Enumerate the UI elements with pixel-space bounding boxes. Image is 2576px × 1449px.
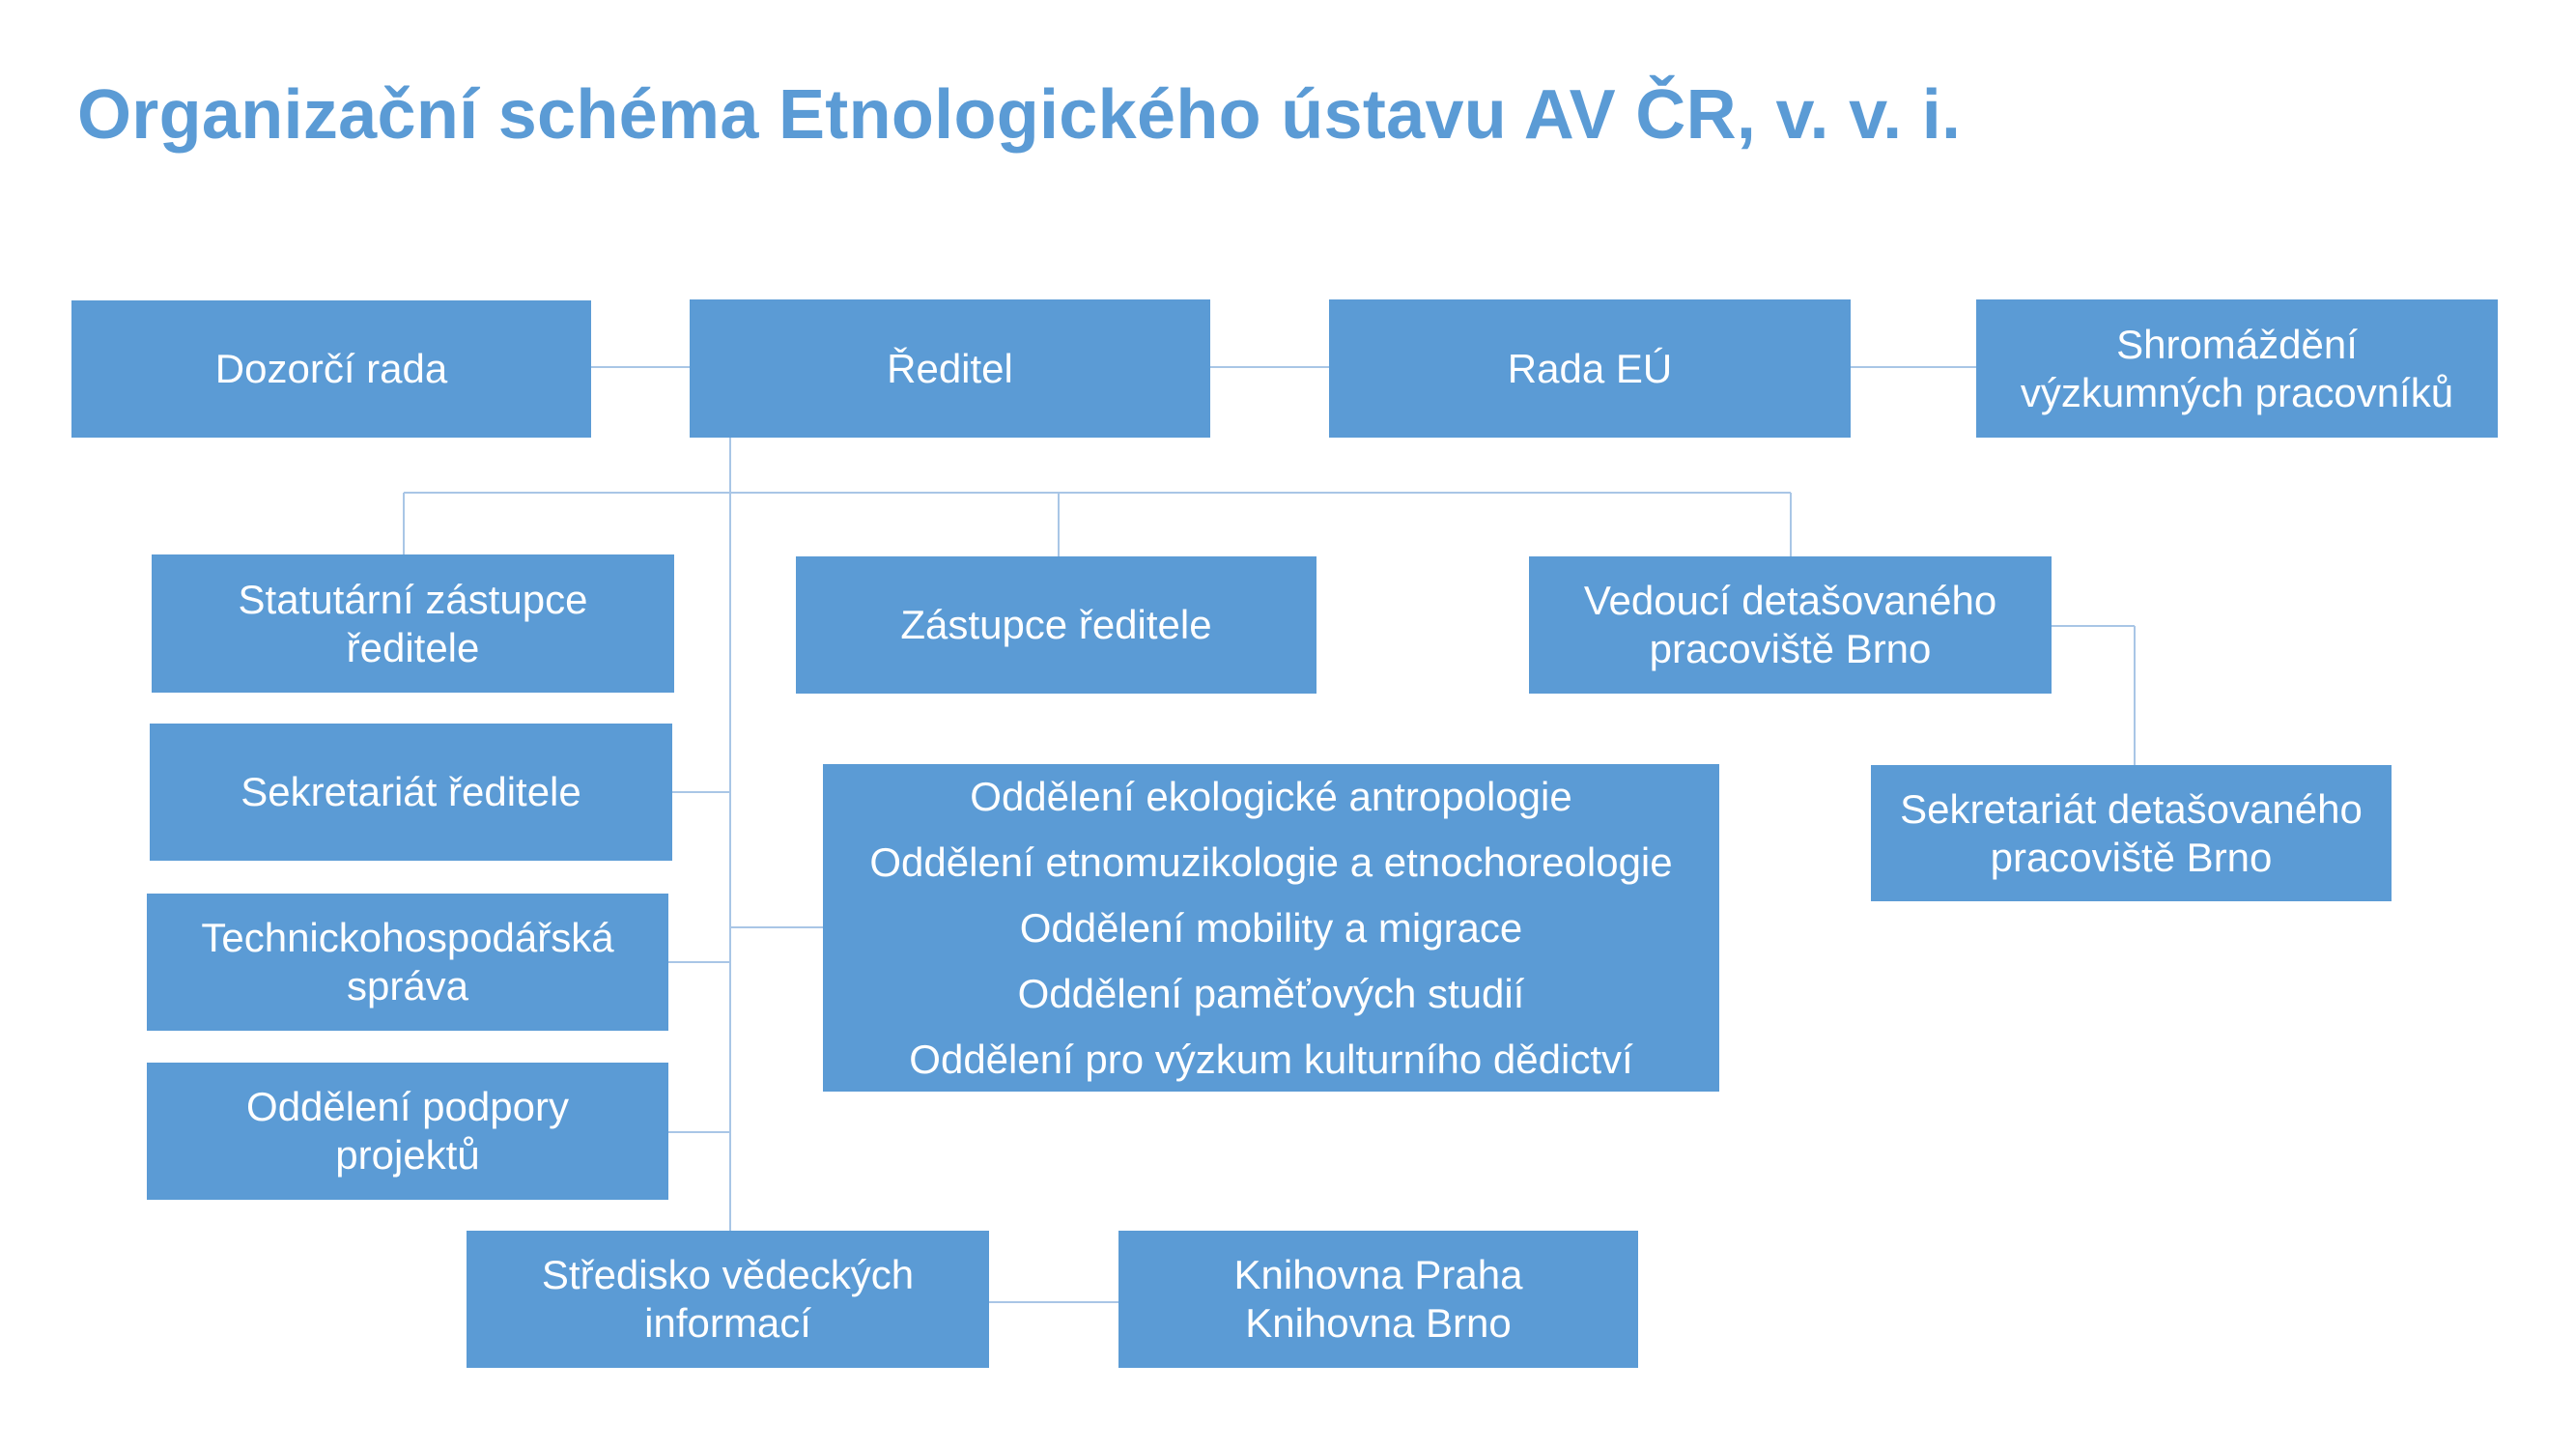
sekretariat-reditele-label: Sekretariát ředitele bbox=[241, 769, 581, 814]
thsprava-label-line1: Technickohospodářská bbox=[201, 915, 614, 960]
dozorci-rada-box: Dozorčí rada bbox=[71, 300, 591, 438]
podpora-projektu-label-line2: projektů bbox=[335, 1132, 480, 1178]
zastupce-reditele-label: Zástupce ředitele bbox=[900, 602, 1212, 647]
dozorci-rada-label: Dozorčí rada bbox=[214, 346, 448, 391]
stredisko-box: Středisko vědeckých informací bbox=[467, 1231, 989, 1368]
knihovna-label-line1: Knihovna Praha bbox=[1233, 1252, 1523, 1297]
oddeleni-box: Oddělení ekologické antropologie Oddělen… bbox=[823, 764, 1719, 1092]
oddeleni-item: Oddělení mobility a migrace bbox=[1019, 904, 1523, 951]
sekretariat-brno-label-line2: pracoviště Brno bbox=[1990, 834, 2273, 880]
oddeleni-item: Oddělení ekologické antropologie bbox=[970, 773, 1572, 819]
thsprava-box: Technickohospodářská správa bbox=[147, 894, 668, 1031]
zastupce-reditele-box: Zástupce ředitele bbox=[796, 556, 1316, 694]
vedouci-brno-label-line1: Vedoucí detašovaného bbox=[1583, 578, 1997, 623]
oddeleni-item: Oddělení etnomuzikologie a etnochoreolog… bbox=[869, 838, 1673, 885]
knihovna-box: Knihovna Praha Knihovna Brno bbox=[1118, 1231, 1638, 1368]
shromazdeni-box: Shromáždění výzkumných pracovníků bbox=[1976, 299, 2498, 438]
sekretariat-reditele-box: Sekretariát ředitele bbox=[150, 724, 672, 861]
oddeleni-item: Oddělení paměťových studií bbox=[1017, 970, 1525, 1016]
shromazdeni-label-line1: Shromáždění bbox=[2116, 321, 2358, 367]
stredisko-label-line1: Středisko vědeckých bbox=[541, 1252, 915, 1297]
rada-eu-label: Rada EÚ bbox=[1507, 345, 1673, 391]
podpora-projektu-box: Oddělení podpory projektů bbox=[147, 1063, 668, 1200]
page-title: Organizační schéma Etnologického ústavu … bbox=[77, 76, 1962, 154]
reditel-box: Ředitel bbox=[690, 299, 1210, 438]
thsprava-label-line2: správa bbox=[346, 963, 469, 1009]
shromazdeni-label-line2: výzkumných pracovníků bbox=[2020, 369, 2454, 415]
sekretariat-brno-label-line1: Sekretariát detašovaného bbox=[1900, 785, 2363, 832]
rada-eu-box: Rada EÚ bbox=[1329, 299, 1851, 438]
podpora-projektu-label-line1: Oddělení podpory bbox=[246, 1084, 569, 1129]
vedouci-brno-box: Vedoucí detašovaného pracoviště Brno bbox=[1529, 556, 2052, 694]
oddeleni-item: Oddělení pro výzkum kulturního dědictví bbox=[909, 1036, 1633, 1082]
sekretariat-brno-box: Sekretariát detašovaného pracoviště Brno bbox=[1871, 765, 2392, 901]
statutarni-zastupce-label-line1: Statutární zástupce bbox=[238, 576, 588, 622]
statutarni-zastupce-label-line2: ředitele bbox=[346, 624, 480, 670]
vedouci-brno-label-line2: pracoviště Brno bbox=[1649, 626, 1932, 671]
statutarni-zastupce-box: Statutární zástupce ředitele bbox=[152, 554, 674, 693]
stredisko-label-line2: informací bbox=[644, 1300, 811, 1346]
reditel-label: Ředitel bbox=[887, 345, 1013, 391]
knihovna-label-line2: Knihovna Brno bbox=[1245, 1300, 1512, 1346]
